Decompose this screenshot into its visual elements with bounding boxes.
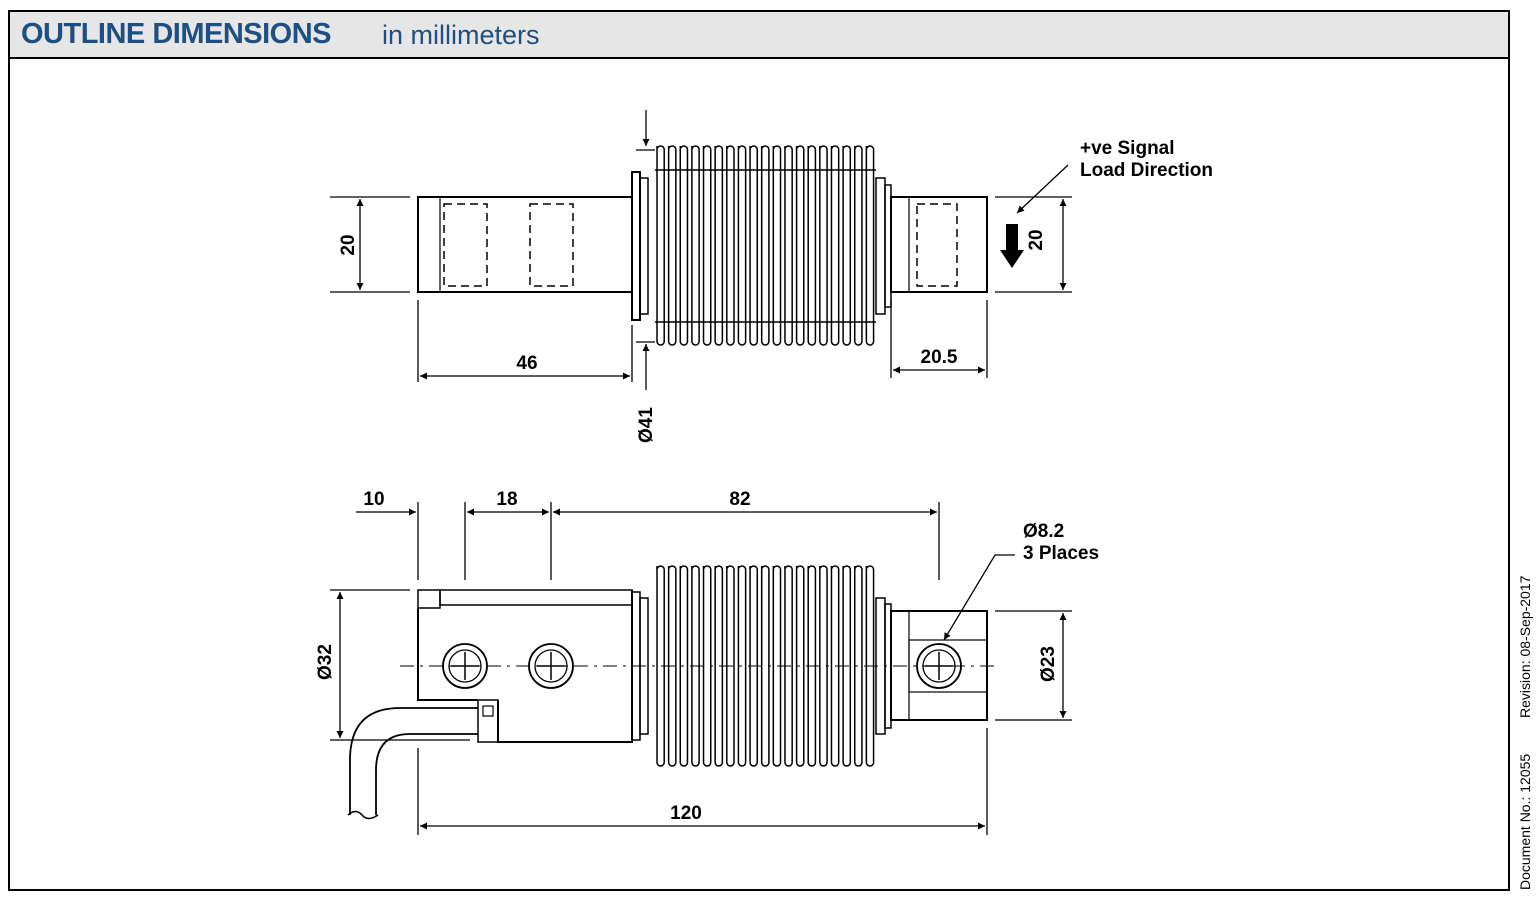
bellows-fin [702,565,712,767]
dim-top-diameter: Ø41 [636,407,657,443]
dim-side-total-length: 120 [670,803,702,824]
note-hole-line2: 3 Places [1023,543,1099,564]
bellows-fin [819,565,828,767]
bellows-fin [691,145,700,346]
bellows-fin [679,145,689,346]
bellows-fin [784,565,793,767]
bellows-fin [667,145,677,346]
bellows-fin [726,565,735,767]
dim-side-diameter-left: Ø32 [315,644,336,680]
bellows-fin [807,145,817,346]
top-hidden-pocket-1 [443,203,488,287]
dim-top-height-right: 20 [1026,229,1047,250]
section-subtitle: in millimeters [382,20,540,50]
dim-side-82: 82 [729,489,750,510]
bellows-fin [772,145,782,346]
note-hole-line1: Ø8.2 [1023,521,1064,542]
section-header: OUTLINE DIMENSIONS in millimeters [10,12,1508,59]
dim-side-10: 10 [363,489,384,510]
top-bellows-fins [656,145,875,346]
bellows-fin [819,145,828,346]
bellows-fin [737,565,747,767]
top-view-dimensions [330,110,1072,390]
document-number: Document No.: 12055 [1517,754,1533,890]
top-hidden-pocket-3 [916,203,958,287]
bellows-fin [726,145,735,346]
bellows-fin [714,145,724,346]
cable [349,707,478,815]
bellows-fin [853,145,863,346]
dim-side-diameter-right: Ø23 [1038,646,1059,682]
bellows-fin [830,145,840,346]
top-right-body [890,196,988,293]
load-direction-arrow-icon [1000,224,1024,268]
dim-top-length-right: 20.5 [921,347,958,368]
bellows-fin [760,565,770,767]
revision-date: Revision: 08-Sep-2017 [1517,575,1533,718]
top-hidden-pocket-2 [529,203,574,287]
bellows-fin [667,565,677,767]
bellows-fin [737,145,747,346]
bellows-fin [784,145,793,346]
dim-top-height-left: 20 [338,234,359,255]
note-signal-line2: Load Direction [1080,160,1213,181]
document-info: Document No.: 12055 Revision: 08-Sep-201… [1514,0,1536,900]
bellows-fin [853,565,863,767]
dim-top-length-left: 46 [516,353,537,374]
mounting-hole-3-icon [916,643,962,689]
top-flange [631,171,641,321]
bellows-fin [865,145,875,346]
section-title: OUTLINE DIMENSIONS [21,18,332,50]
bellows-fin [842,565,852,767]
bellows-fin [795,145,805,346]
cable-gland [477,699,499,743]
side-view [347,565,1000,820]
side-view-dimensions [330,502,1072,835]
dim-side-18: 18 [496,489,517,510]
top-view [417,145,988,346]
note-signal-line1: +ve Signal [1080,138,1175,159]
mounting-hole-1-icon [442,643,488,689]
bellows-fin [656,145,665,346]
bellows-fin [702,145,712,346]
mounting-holes [442,643,962,689]
mounting-hole-2-icon [528,643,574,689]
bellows-fin [760,145,770,346]
bellows-fin [749,145,759,346]
drawing-frame: OUTLINE DIMENSIONS in millimeters [8,10,1510,891]
bellows-fin [679,565,689,767]
bellows-fin [795,565,805,767]
top-left-body [417,196,633,293]
bellows-fin [842,145,852,346]
